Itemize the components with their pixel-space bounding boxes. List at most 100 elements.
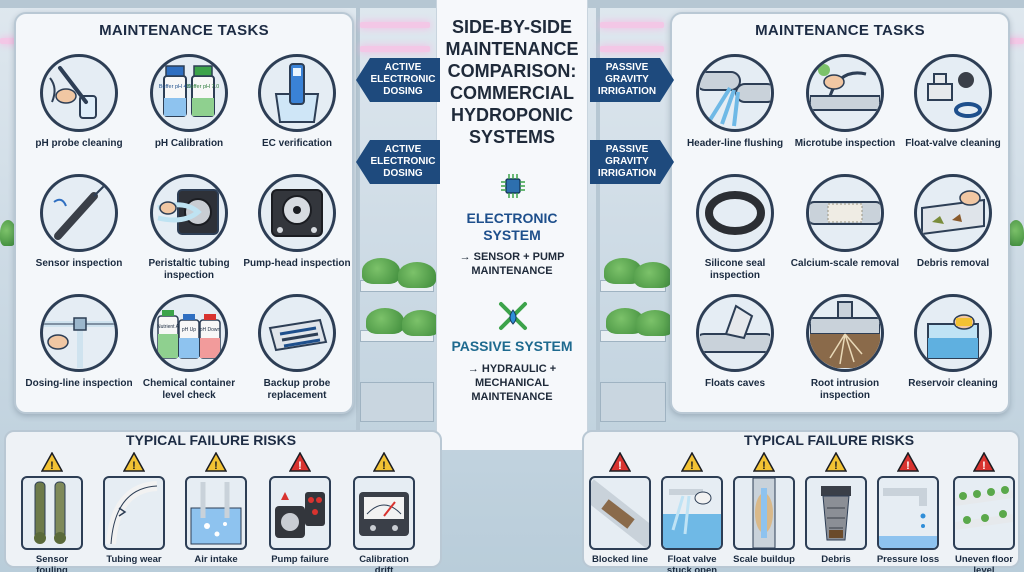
task-floats-caves: Floats caves xyxy=(680,294,790,390)
right-failure-risks: TYPICAL FAILURE RISKS ! Blocked line ! F… xyxy=(582,430,1020,572)
dripping-tap-icon xyxy=(877,476,939,550)
electronic-system-subtitle: → SENSOR + PUMP MAINTENANCE xyxy=(459,251,565,277)
blocked-pipe-icon xyxy=(589,476,651,550)
tag-active-electronic-dosing: ACTIVE ELECTRONIC DOSING xyxy=(356,140,440,184)
float-cave-icon xyxy=(696,294,774,372)
task-label: pH Calibration xyxy=(154,138,224,149)
task-sensor-inspection: Sensor inspection xyxy=(24,174,134,270)
failure-blocked-line: ! Blocked line xyxy=(588,452,652,565)
probe-cleaning-icon xyxy=(40,54,118,132)
container-c-label: pH Down xyxy=(200,327,221,333)
circuit-chip-icon xyxy=(499,172,527,205)
right-maintenance-panel: MAINTENANCE TASKS Header-line flushing M… xyxy=(670,12,1010,414)
ec-meter-icon xyxy=(258,54,336,132)
warning-icon: ! xyxy=(41,452,63,472)
pump-head-icon xyxy=(258,174,336,252)
task-ph-calibration: Buffer pH 4.0 Buffer pH 7.0 pH Calibrati… xyxy=(134,54,244,150)
failure-sensor-fouling: ! Sensor fouling xyxy=(20,452,84,572)
task-peristaltic-tubing: Peristaltic tubing inspection xyxy=(134,174,244,282)
failure-tubing-wear: ! Tubing wear xyxy=(102,452,166,565)
danger-icon: ! xyxy=(609,452,631,472)
task-reservoir-cleaning: Reservoir cleaning xyxy=(898,294,1008,390)
task-float-valve: Float-valve cleaning xyxy=(898,54,1008,150)
task-label: Sensor inspection xyxy=(35,258,123,269)
failure-pressure-loss: ! Pressure loss xyxy=(876,452,940,565)
task-chemical-container: Nutrient A pH Up pH Down Chemical contai… xyxy=(134,294,244,402)
warning-icon: ! xyxy=(205,452,227,472)
page-title: SIDE-BY-SIDE MAINTENANCE COMPARISON: COM… xyxy=(445,17,579,147)
task-label: EC verification xyxy=(261,138,333,149)
failure-label: Float valve stuck open xyxy=(666,554,718,572)
task-ec-verification: EC verification xyxy=(242,54,352,150)
center-column: SIDE-BY-SIDE MAINTENANCE COMPARISON: COM… xyxy=(436,0,588,450)
failure-label: Blocked line xyxy=(592,554,648,565)
task-label: Root intrusion inspection xyxy=(810,378,880,401)
wrench-drop-icon xyxy=(497,300,529,337)
task-label: Header-line flushing xyxy=(686,138,784,149)
left-panel-title: MAINTENANCE TASKS xyxy=(99,22,269,39)
task-label: Dosing-line inspection xyxy=(25,378,133,389)
danger-icon: ! xyxy=(897,452,919,472)
bottle-a-label: Buffer pH 4.0 xyxy=(159,84,191,90)
left-failure-title: TYPICAL FAILURE RISKS xyxy=(126,432,297,448)
bottle-b-label: Buffer pH 7.0 xyxy=(187,84,219,90)
svg-text:!: ! xyxy=(762,460,766,472)
warning-icon: ! xyxy=(753,452,775,472)
warning-icon: ! xyxy=(825,452,847,472)
task-label: Backup probe replacement xyxy=(263,378,331,401)
warning-icon: ! xyxy=(681,452,703,472)
left-failure-risks: TYPICAL FAILURE RISKS ! Sensor fouling !… xyxy=(4,430,442,572)
electronic-system-heading: ELECTRONIC SYSTEM xyxy=(466,210,558,243)
warning-icon: ! xyxy=(123,452,145,472)
scaled-pipe-icon xyxy=(806,174,884,252)
container-a-label: Nutrient A xyxy=(157,324,180,330)
task-label: Reservoir cleaning xyxy=(908,378,998,389)
chemical-containers-icon: Nutrient A pH Up pH Down xyxy=(150,294,228,372)
task-label: Debris removal xyxy=(916,258,990,269)
failed-pump-icon xyxy=(269,476,331,550)
passive-system-subtitle: → HYDRAULIC + MECHANICAL MAINTENANCE xyxy=(467,363,557,403)
microtube-icon xyxy=(806,54,884,132)
failure-uneven-floor: ! Uneven floor level xyxy=(948,452,1020,572)
right-failure-title: TYPICAL FAILURE RISKS xyxy=(744,432,915,448)
task-ph-probe-cleaning: pH probe cleaning xyxy=(24,54,134,150)
sensor-icon xyxy=(40,174,118,252)
pipe-flush-icon xyxy=(696,54,774,132)
right-panel-title: MAINTENANCE TASKS xyxy=(755,22,925,39)
failure-pump-failure: ! Pump failure xyxy=(268,452,332,565)
failure-air-intake: ! Air intake xyxy=(184,452,248,565)
task-debris-removal: Debris removal xyxy=(898,174,1008,270)
task-label: pH probe cleaning xyxy=(35,138,123,149)
task-label: Peristaltic tubing inspection xyxy=(148,258,230,281)
tag-passive-gravity-irrigation: PASSIVE GRAVITY IRRIGATION xyxy=(590,140,674,184)
svg-text:!: ! xyxy=(906,460,910,472)
svg-text:!: ! xyxy=(50,460,54,472)
task-label: Float-valve cleaning xyxy=(905,138,1001,149)
failure-label: Sensor fouling xyxy=(35,554,69,572)
svg-text:!: ! xyxy=(132,460,136,472)
svg-text:!: ! xyxy=(214,460,218,472)
danger-icon: ! xyxy=(289,452,311,472)
failure-label: Tubing wear xyxy=(106,554,162,565)
root-intrusion-icon xyxy=(806,294,884,372)
task-label: Chemical container level check xyxy=(142,378,236,401)
failure-label: Pressure loss xyxy=(876,554,940,565)
worn-tubing-icon xyxy=(103,476,165,550)
scale-buildup-icon xyxy=(733,476,795,550)
debris-filter-icon xyxy=(805,476,867,550)
danger-icon: ! xyxy=(973,452,995,472)
failure-label: Air intake xyxy=(194,554,238,565)
failure-label: Pump failure xyxy=(271,554,329,565)
failure-label: Calibration drift xyxy=(359,554,409,572)
float-valve-icon xyxy=(914,54,992,132)
container-b-label: pH Up xyxy=(182,327,196,333)
task-label: Silicone seal inspection xyxy=(704,258,766,281)
uneven-trays-icon xyxy=(953,476,1015,550)
failure-float-valve-stuck: ! Float valve stuck open xyxy=(660,452,724,572)
tag-active-electronic-dosing: ACTIVE ELECTRONIC DOSING xyxy=(356,58,440,102)
failure-calibration-drift: ! Calibration drift xyxy=(352,452,416,572)
failure-scale-buildup: ! Scale buildup xyxy=(732,452,796,565)
task-root-intrusion: Root intrusion inspection xyxy=(790,294,900,402)
task-dosing-line: Dosing-line inspection xyxy=(24,294,134,390)
warning-icon: ! xyxy=(373,452,395,472)
